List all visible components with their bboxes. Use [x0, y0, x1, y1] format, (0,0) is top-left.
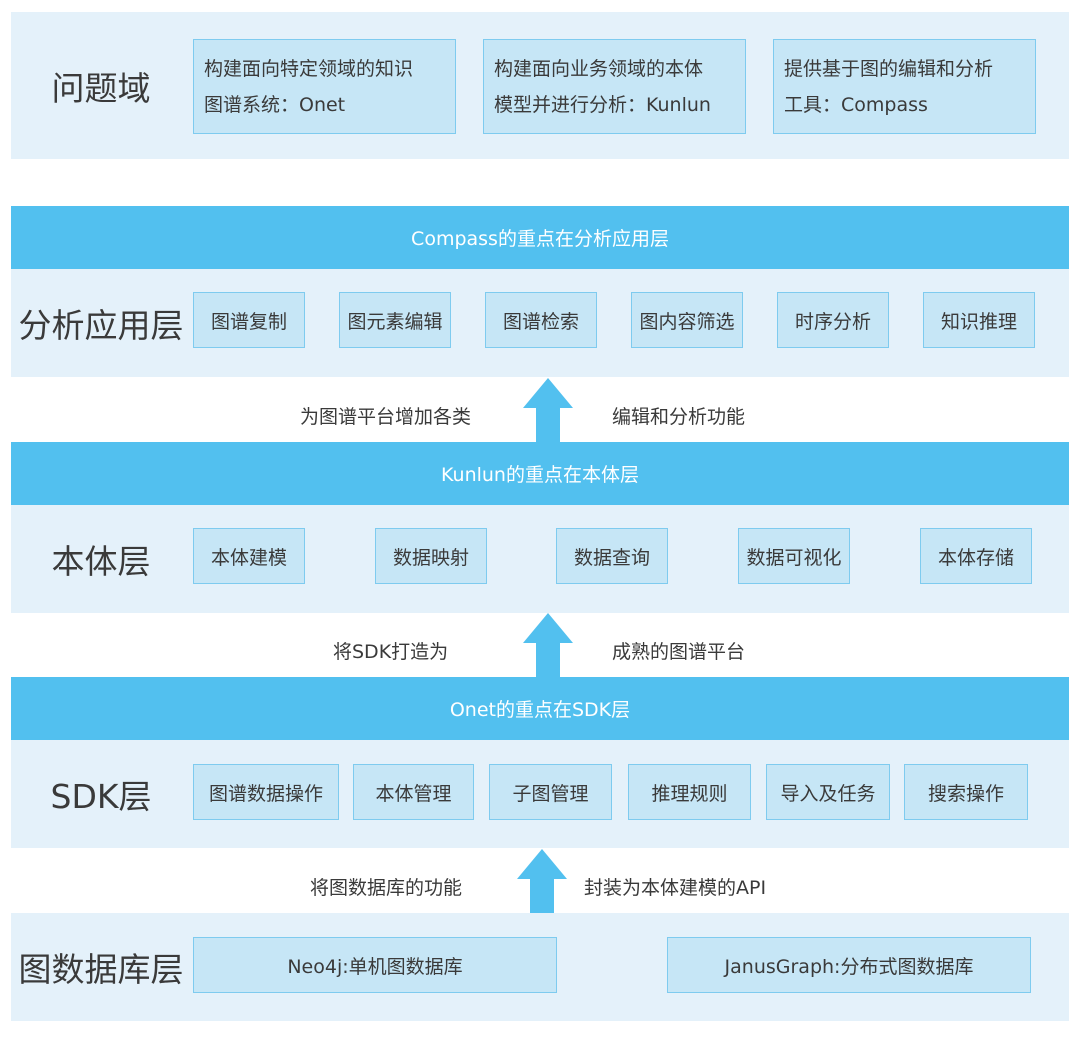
graphdb-box-neo4j: Neo4j:单机图数据库: [193, 937, 557, 993]
analysis-box-graph-search: 图谱检索: [485, 292, 597, 348]
problem-box-kunlun: 构建面向业务领域的本体 模型并进行分析：Kunlun: [483, 39, 746, 134]
ontology-box-data-query: 数据查询: [556, 528, 668, 584]
arrow2-left-caption: 将SDK打造为: [333, 641, 449, 663]
sdk-box-ontology-mgmt: 本体管理: [353, 764, 474, 820]
ontology-box-data-mapping: 数据映射: [375, 528, 487, 584]
problem-box-onet: 构建面向特定领域的知识 图谱系统：Onet: [193, 39, 456, 134]
analysis-box-temporal-analysis: 时序分析: [777, 292, 889, 348]
arrow2-right-caption: 成熟的图谱平台: [612, 641, 746, 663]
problem-box-compass-line2: 工具：Compass: [784, 93, 928, 116]
ontology-layer-label: 本体层: [51, 542, 151, 581]
analysis-box-content-filter: 图内容筛选: [631, 292, 743, 348]
sdk-box-graph-data-ops: 图谱数据操作: [193, 764, 339, 820]
arrow1-left-caption: 为图谱平台增加各类: [300, 406, 472, 428]
problem-box-onet-line2: 图谱系统：Onet: [204, 93, 346, 116]
problem-box-kunlun-line2: 模型并进行分析：Kunlun: [494, 93, 711, 116]
graphdb-box-janusgraph: JanusGraph:分布式图数据库: [667, 937, 1031, 993]
ontology-box-visualization: 数据可视化: [738, 528, 850, 584]
problem-domain-label: 问题域: [51, 68, 151, 108]
arrow3-left-caption: 将图数据库的功能: [310, 877, 463, 899]
analysis-box-knowledge-reasoning: 知识推理: [923, 292, 1035, 348]
graphdb-layer-label: 图数据库层: [18, 950, 184, 989]
sdk-layer-label: SDK层: [50, 777, 152, 816]
analysis-layer-banner: Compass的重点在分析应用层: [11, 206, 1069, 269]
problem-box-compass-line1: 提供基于图的编辑和分析: [784, 57, 994, 80]
ontology-layer-banner: Kunlun的重点在本体层: [11, 442, 1069, 505]
problem-box-compass: 提供基于图的编辑和分析 工具：Compass: [773, 39, 1036, 134]
analysis-box-element-edit: 图元素编辑: [339, 292, 451, 348]
sdk-box-import-tasks: 导入及任务: [766, 764, 890, 820]
sdk-box-subgraph-mgmt: 子图管理: [489, 764, 612, 820]
problem-box-kunlun-line1: 构建面向业务领域的本体: [494, 57, 704, 80]
arrow1-right-caption: 编辑和分析功能: [612, 406, 746, 428]
problem-box-onet-line1: 构建面向特定领域的知识: [204, 57, 414, 80]
ontology-box-storage: 本体存储: [920, 528, 1032, 584]
sdk-layer-banner: Onet的重点在SDK层: [11, 677, 1069, 740]
ontology-box-modeling: 本体建模: [193, 528, 305, 584]
sdk-box-reasoning-rules: 推理规则: [628, 764, 751, 820]
ontology-layer-panel: [11, 505, 1069, 613]
analysis-box-graph-copy: 图谱复制: [193, 292, 305, 348]
analysis-layer-label: 分析应用层: [18, 306, 184, 345]
arrow3-right-caption: 封装为本体建模的API: [584, 877, 767, 899]
sdk-box-search-ops: 搜索操作: [904, 764, 1028, 820]
